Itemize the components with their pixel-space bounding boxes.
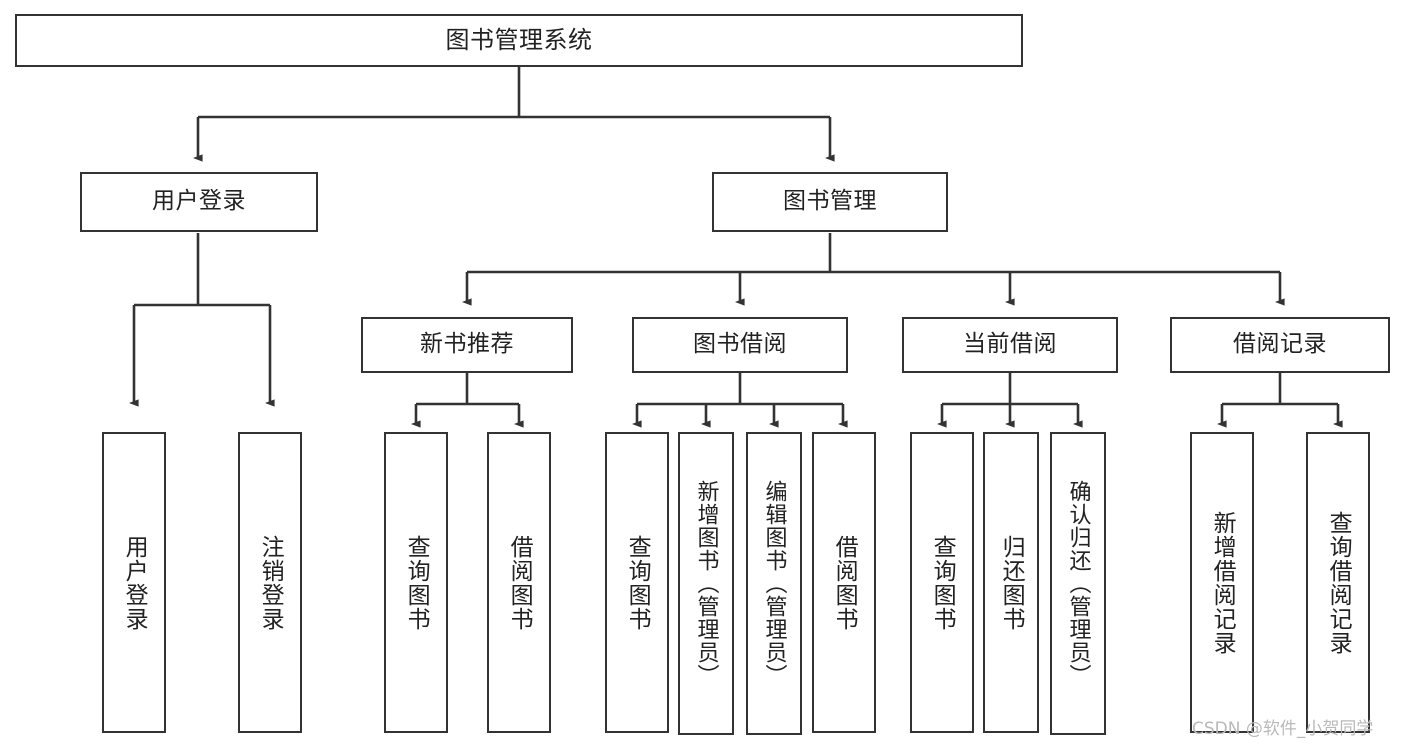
leaf-confirm-return-label: 确认归还（管理员） <box>1065 480 1091 687</box>
node-current-borrow[interactable]: 当前借阅 <box>902 317 1118 373</box>
leaf-borrow-book-2-label: 借阅图书 <box>831 534 858 631</box>
leaf-return-book[interactable]: 归还图书 <box>983 432 1039 733</box>
leaf-query-book-3[interactable]: 查询图书 <box>910 432 974 733</box>
node-borrow-record[interactable]: 借阅记录 <box>1170 317 1390 373</box>
leaf-query-book-2-label: 查询图书 <box>624 534 651 631</box>
leaf-logout-login-label: 注销登录 <box>257 534 284 631</box>
node-user-login-label: 用户登录 <box>152 188 246 215</box>
leaf-query-book-2[interactable]: 查询图书 <box>605 432 669 733</box>
leaf-add-book[interactable]: 新增图书（管理员） <box>678 432 734 735</box>
leaf-query-book-1-label: 查询图书 <box>403 534 430 631</box>
node-book-borrow-label: 图书借阅 <box>693 331 787 358</box>
node-user-login[interactable]: 用户登录 <box>80 172 318 232</box>
leaf-confirm-return[interactable]: 确认归还（管理员） <box>1050 432 1106 735</box>
leaf-edit-book[interactable]: 编辑图书（管理员） <box>746 432 802 735</box>
node-new-book-recommend[interactable]: 新书推荐 <box>361 317 573 373</box>
leaf-query-book-3-label: 查询图书 <box>929 534 956 631</box>
node-new-book-recommend-label: 新书推荐 <box>420 331 514 358</box>
node-current-borrow-label: 当前借阅 <box>963 331 1057 358</box>
leaf-user-login[interactable]: 用户登录 <box>102 432 166 733</box>
leaf-add-record[interactable]: 新增借阅记录 <box>1190 432 1254 733</box>
leaf-query-record-label: 查询借阅记录 <box>1325 510 1352 655</box>
node-book-manage-label: 图书管理 <box>783 188 877 215</box>
leaf-query-record[interactable]: 查询借阅记录 <box>1306 432 1370 733</box>
leaf-user-login-label: 用户登录 <box>121 534 148 631</box>
leaf-query-book-1[interactable]: 查询图书 <box>384 432 448 733</box>
node-root[interactable]: 图书管理系统 <box>15 14 1023 67</box>
node-root-label: 图书管理系统 <box>445 26 593 55</box>
leaf-edit-book-label: 编辑图书（管理员） <box>761 480 787 687</box>
leaf-add-record-label: 新增借阅记录 <box>1209 510 1236 655</box>
node-borrow-record-label: 借阅记录 <box>1233 331 1327 358</box>
leaf-borrow-book-1[interactable]: 借阅图书 <box>487 432 551 733</box>
leaf-return-book-label: 归还图书 <box>998 534 1025 631</box>
leaf-borrow-book-1-label: 借阅图书 <box>506 534 533 631</box>
leaf-borrow-book-2[interactable]: 借阅图书 <box>812 432 876 733</box>
node-book-borrow[interactable]: 图书借阅 <box>632 317 848 373</box>
leaf-add-book-label: 新增图书（管理员） <box>693 480 719 687</box>
node-book-manage[interactable]: 图书管理 <box>712 172 948 232</box>
csdn-watermark: CSDN @软件_小贺同学 <box>1192 719 1374 739</box>
leaf-logout-login[interactable]: 注销登录 <box>238 432 302 733</box>
